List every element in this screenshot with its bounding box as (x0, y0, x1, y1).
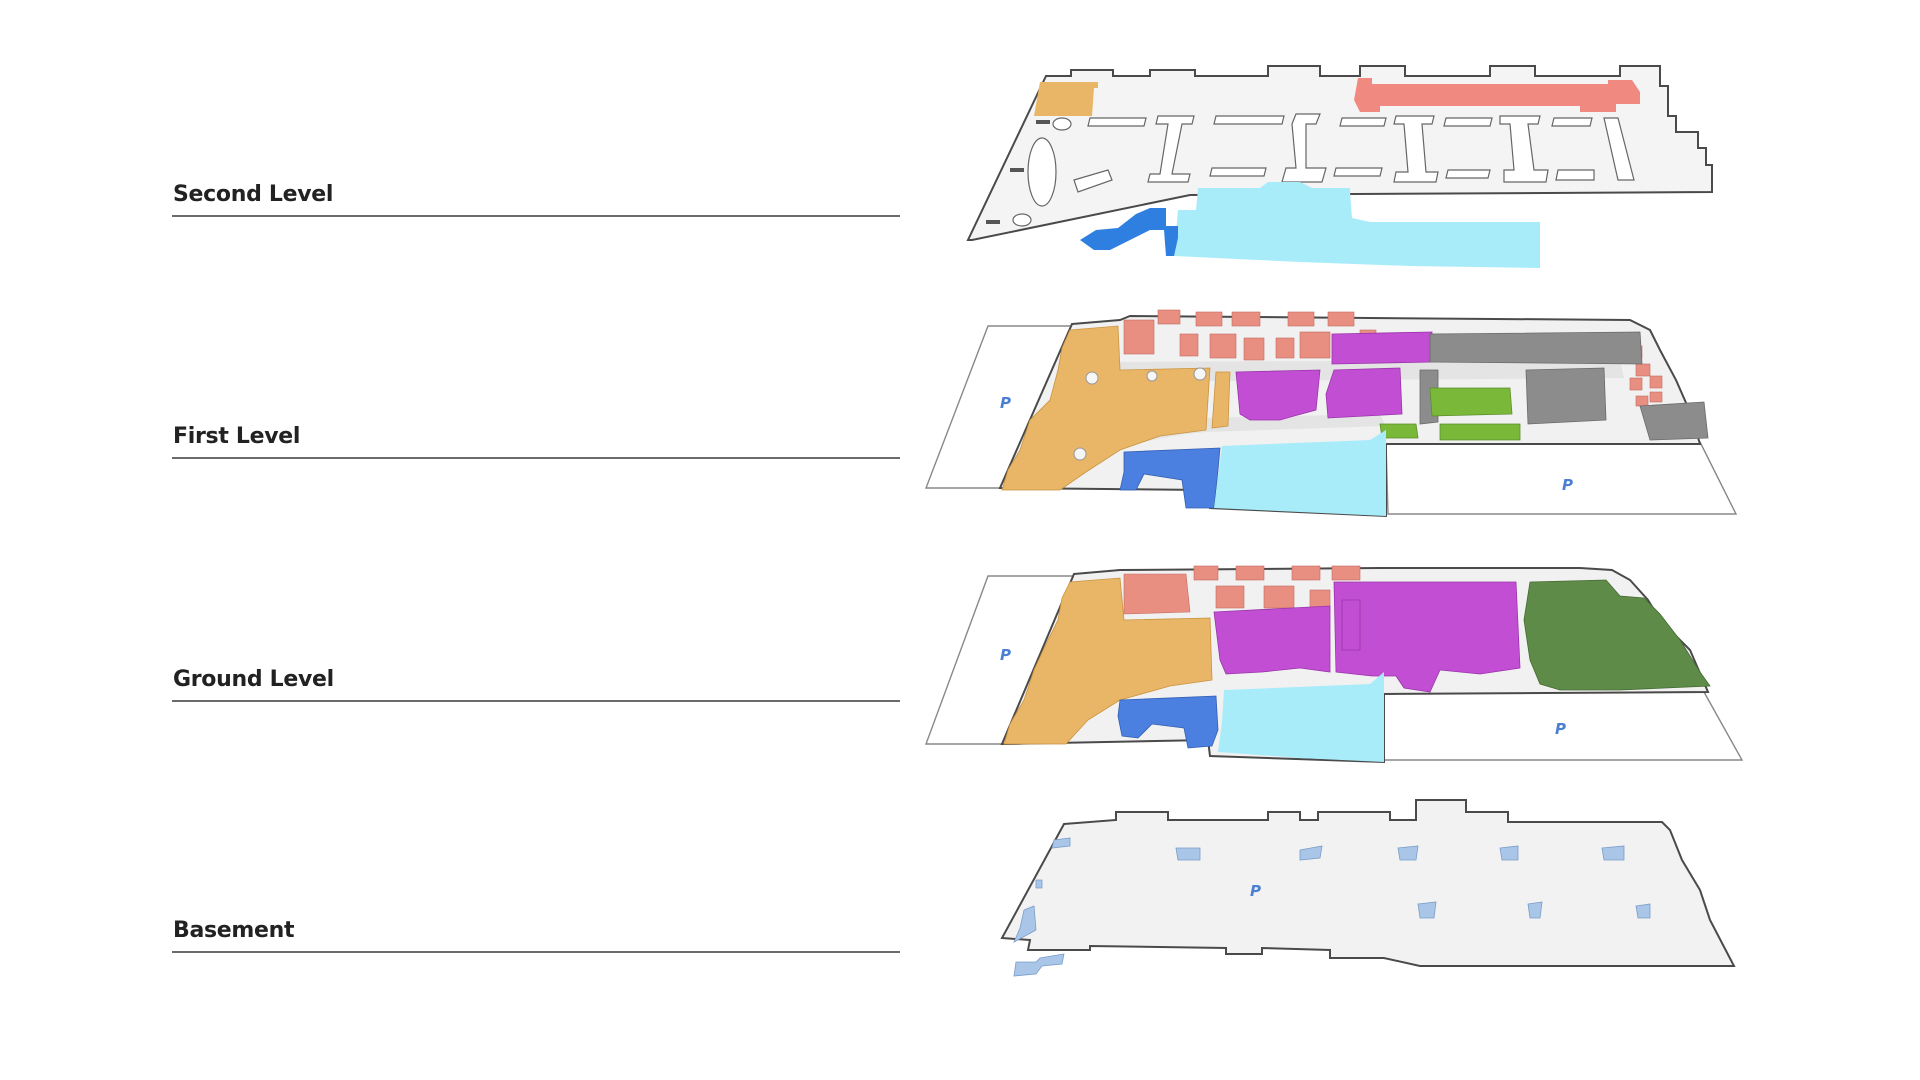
level-title-first: First Level (173, 424, 301, 449)
ground-level-stores-magenta (1213, 581, 1521, 693)
first-level-stores-orange-2 (1211, 371, 1231, 429)
ground-level-stores-green (1523, 579, 1711, 691)
basement-parking-label: P (1250, 882, 1261, 900)
first-level-parking-left-label: P (1000, 394, 1011, 412)
map-basement: P (1000, 799, 1736, 977)
level-rule-first (172, 457, 900, 459)
first-level-parking-right-label: P (1562, 476, 1573, 494)
first-level-atrium-cyan (1214, 430, 1386, 516)
level-label-second: Second Level (172, 182, 900, 217)
first-level-stores-lime (1379, 387, 1521, 441)
first-level-stores-gray (1419, 331, 1709, 441)
second-level-store-orange (1034, 82, 1098, 116)
level-label-ground: Ground Level (172, 667, 900, 702)
second-level-marks (986, 120, 1050, 224)
level-rule-ground (172, 700, 900, 702)
second-level-corridor-blue (1080, 208, 1178, 256)
ground-level-parking-right-label: P (1555, 720, 1566, 738)
level-title-basement: Basement (173, 918, 295, 943)
first-level-corridor (1030, 360, 1624, 480)
first-level-stores-salmon (1123, 309, 1663, 407)
level-label-first: First Level (172, 424, 900, 459)
map-first-level: P P (924, 309, 1738, 518)
level-label-basement: Basement (172, 918, 900, 953)
second-level-atrium-cyan (1174, 182, 1540, 268)
map-second-level (966, 65, 1713, 268)
ground-level-atrium-cyan (1218, 672, 1384, 762)
level-rule-second (172, 215, 900, 217)
basement-cores (1013, 837, 1651, 977)
first-level-stores-orange (1001, 325, 1211, 491)
second-level-floor (966, 65, 1713, 241)
map-ground-level: P P (924, 565, 1744, 764)
second-level-voids (1012, 113, 1635, 227)
level-rule-basement (172, 951, 900, 953)
first-level-parking-right (1385, 441, 1738, 515)
ground-level-anchor-blue (1117, 695, 1219, 749)
first-level-kiosks (1073, 367, 1207, 461)
first-level-anchor-blue (1119, 447, 1221, 509)
basement-floor (1000, 799, 1736, 967)
first-level-stores-magenta (1235, 331, 1433, 421)
level-title-ground: Ground Level (173, 667, 334, 692)
ground-level-stores-orange (1003, 577, 1213, 745)
level-title-second: Second Level (173, 182, 334, 207)
second-level-store-salmon (1354, 78, 1640, 112)
ground-level-parking-left-label: P (1000, 646, 1011, 664)
